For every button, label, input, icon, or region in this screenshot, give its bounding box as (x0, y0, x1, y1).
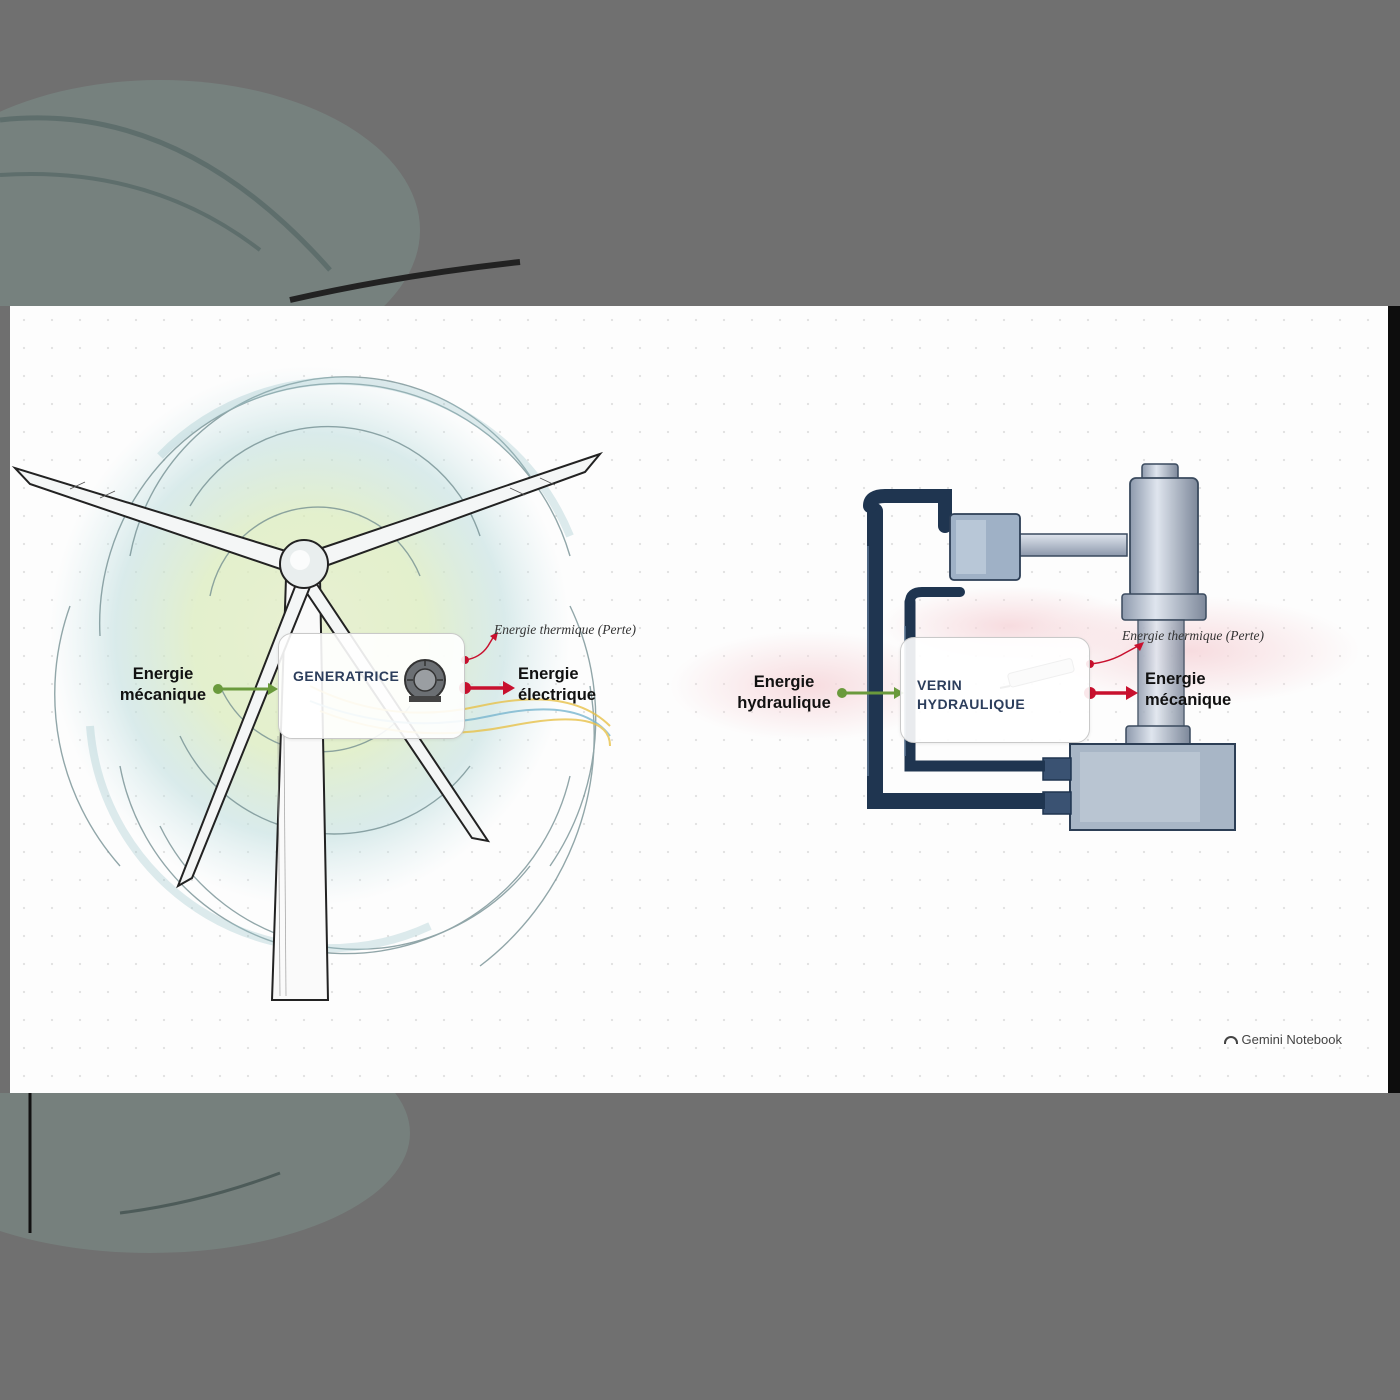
gemini-notebook-brand: Gemini Notebook (1223, 1032, 1342, 1047)
brand-label: Gemini Notebook (1241, 1032, 1342, 1047)
generatrice-label: GENERATRICE (293, 668, 400, 684)
verin-hydraulique-label: VERIN HYDRAULIQUE (917, 677, 1026, 712)
windmill-output-label: Energie électrique (518, 665, 596, 705)
windmill-input-label: Energie mécanique (119, 665, 207, 705)
generator-icon (404, 659, 446, 702)
hydraulic-loss-label: Energie thermique (Perte) (1122, 628, 1264, 643)
generatrice-box: GENERATRICE (278, 633, 465, 739)
notebook-logo-icon (1223, 1035, 1238, 1044)
verin-hydraulique-box: VERIN HYDRAULIQUE (900, 637, 1090, 743)
hydraulic-input-arrow (837, 687, 904, 699)
slide: GENERATRICE VERIN HYDRAULIQUE Energie mé… (10, 306, 1388, 1093)
hydraulic-output-label: Energie mécanique (1145, 670, 1232, 710)
hydraulic-input-label: Energie hydraulique (737, 673, 831, 713)
windmill-input-arrow (213, 683, 278, 695)
background-blur-top (0, 0, 1400, 306)
windmill-loss-label: Energie thermique (Perte) (494, 622, 636, 637)
screen-edge (1388, 306, 1400, 1093)
background-blur-bottom (0, 1093, 1400, 1400)
